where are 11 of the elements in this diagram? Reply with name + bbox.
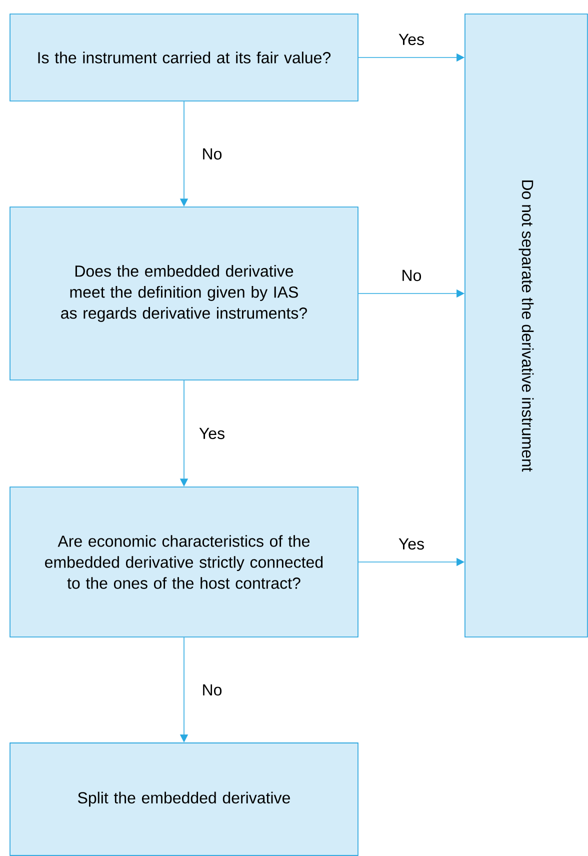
decision-box: Is the instrument carried at its fair value? bbox=[10, 14, 358, 102]
decision-box: Are economic characteristics of the embedded derivative strictly connected to the ones of the host contract? bbox=[10, 486, 358, 638]
edge-label: Yes bbox=[199, 428, 224, 440]
edge-label: Yes bbox=[398, 538, 424, 550]
edge-label: No bbox=[402, 270, 422, 282]
result-box: Do not separate the derivative instrument bbox=[464, 14, 588, 638]
decision-box: Does the embedded derivative meet the definition given by IAS as regards derivative instruments? bbox=[10, 206, 358, 380]
edge-label: Yes bbox=[398, 34, 424, 46]
edge-label: No bbox=[203, 148, 222, 160]
result-box: Split the embedded derivative bbox=[10, 742, 358, 856]
edge-label: No bbox=[203, 684, 222, 696]
